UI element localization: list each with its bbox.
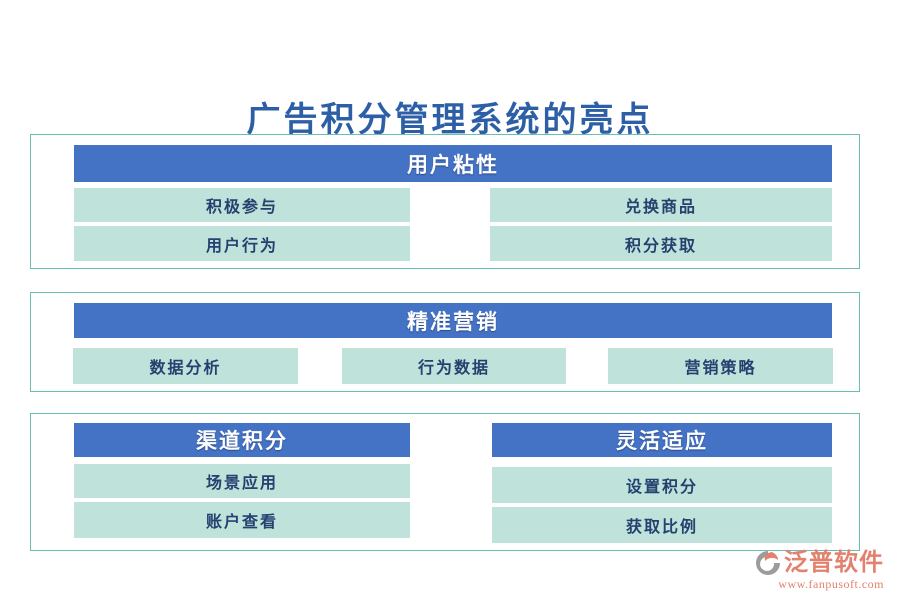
item-points-earning: 积分获取 [490, 226, 832, 261]
item-earning-ratio: 获取比例 [492, 507, 832, 543]
item-active-participation: 积极参与 [74, 188, 410, 222]
item-behavior-data: 行为数据 [342, 348, 566, 384]
fanpu-logo-icon [755, 550, 781, 576]
item-marketing-strategy: 营销策略 [608, 348, 833, 384]
section2-header: 精准营销 [74, 303, 832, 338]
page-title: 广告积分管理系统的亮点 [246, 102, 654, 139]
section1-header: 用户粘性 [74, 145, 832, 182]
item-account-view: 账户查看 [74, 502, 410, 538]
item-redeem-goods: 兑换商品 [490, 188, 832, 222]
section3-right-header: 灵活适应 [492, 423, 832, 457]
fanpu-logo: 泛普软件 www.fanpusoft.com [704, 550, 884, 592]
item-user-behavior: 用户行为 [74, 226, 410, 261]
logo-name: 泛普软件 [784, 550, 884, 576]
section3-left-header: 渠道积分 [74, 423, 410, 457]
logo-url: www.fanpusoft.com [778, 577, 884, 591]
item-scenario-application: 场景应用 [74, 464, 410, 498]
item-set-points: 设置积分 [492, 467, 832, 503]
item-data-analysis: 数据分析 [73, 348, 298, 384]
